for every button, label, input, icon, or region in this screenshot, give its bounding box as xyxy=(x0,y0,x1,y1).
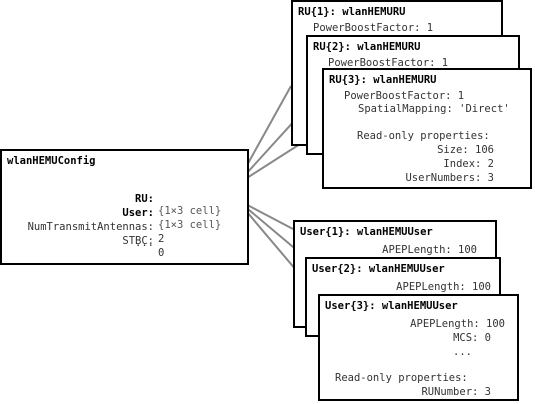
user-box-2-apep: APEPLength: 100 xyxy=(396,281,491,293)
user-box-3-apep: APEPLength: 100 xyxy=(410,318,505,330)
ru-box-3-usernumbers: UserNumbers: 3 xyxy=(405,172,494,184)
config-ru-value[interactable]: {1×3 cell} xyxy=(158,205,222,217)
user-box-3: User{3}: wlanHEMUUser APEPLength: 100 MC… xyxy=(318,294,519,401)
user-box-3-runumber: RUNumber: 3 xyxy=(421,386,491,398)
ru-box-3-power: PowerBoostFactor: 1 xyxy=(344,90,465,102)
ru-box-3-size: Size: 106 xyxy=(437,144,494,156)
user-box-1-apep: APEPLength: 100 xyxy=(382,244,477,256)
config-title: wlanHEMUConfig xyxy=(7,155,96,167)
config-stbc-value: 0 xyxy=(158,247,165,259)
config-ellipsis: ... xyxy=(135,237,154,249)
config-box: wlanHEMUConfig RU: {1×3 cell} User: {1×3… xyxy=(0,149,249,265)
config-antennas-value: 2 xyxy=(158,233,165,245)
ru-box-3-index: Index: 2 xyxy=(443,158,494,170)
ru-box-3-title: RU{3}: wlanHEMURU xyxy=(329,74,437,86)
ru-box-3-spatial: SpatialMapping: 'Direct' xyxy=(358,103,510,115)
user-box-3-title: User{3}: wlanHEMUUser xyxy=(325,300,458,312)
user-box-3-readonly: Read-only properties: xyxy=(335,372,468,384)
config-antennas-label: NumTransmitAntennas: xyxy=(27,221,154,233)
ru-box-3: RU{3}: wlanHEMURU PowerBoostFactor: 1 Sp… xyxy=(322,68,532,189)
config-ru-row: RU: {1×3 cell} xyxy=(2,181,236,229)
ru-box-1-title: RU{1}: wlanHEMURU xyxy=(298,6,406,18)
config-stbc-label: STBC: xyxy=(122,235,154,247)
ru-box-1-power: PowerBoostFactor: 1 xyxy=(313,22,434,34)
config-user-value[interactable]: {1×3 cell} xyxy=(158,219,222,231)
user-box-3-mcs: MCS: 0 xyxy=(453,332,491,344)
ru-box-2-title: RU{2}: wlanHEMURU xyxy=(313,41,421,53)
config-user-row: User: {1×3 cell} xyxy=(2,195,236,243)
user-box-3-ellipsis: ... xyxy=(453,346,472,358)
ru-box-2-power: PowerBoostFactor: 1 xyxy=(328,57,449,69)
config-stbc-row: STBC: 0 xyxy=(2,223,236,271)
config-user-label: User: xyxy=(122,207,154,219)
ru-box-3-readonly: Read-only properties: xyxy=(357,130,490,142)
user-box-1-title: User{1}: wlanHEMUUser xyxy=(300,226,433,238)
config-ru-label: RU: xyxy=(135,193,154,205)
user-box-2-title: User{2}: wlanHEMUUser xyxy=(312,263,445,275)
config-antennas-row: NumTransmitAntennas: 2 xyxy=(2,209,236,257)
